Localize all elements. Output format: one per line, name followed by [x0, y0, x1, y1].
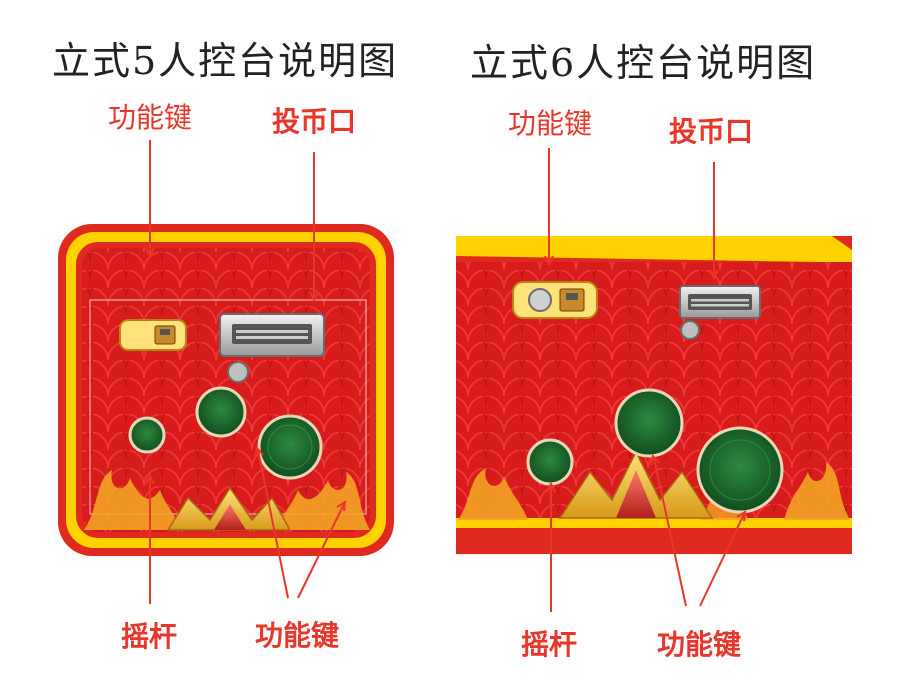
right-joystick-label: 摇杆	[521, 628, 578, 661]
left-joystick	[128, 416, 166, 454]
left-flame-left	[84, 470, 180, 530]
right-crown-gem	[616, 470, 656, 518]
left-coin-slot-label: 投币口	[272, 105, 357, 138]
right-function-button-large	[696, 426, 784, 514]
right-joystick	[526, 438, 574, 486]
left-function-key-bottom-label: 功能键	[255, 619, 340, 652]
left-function-key-top-label: 功能键	[108, 101, 193, 134]
right-panel-top-stripe	[456, 236, 852, 262]
right-function-key-arrow-1	[653, 457, 687, 607]
left-function-key-arrow-1	[257, 449, 289, 599]
right-small-round-button	[680, 320, 700, 340]
right-panel-bottom-stripe	[456, 518, 852, 528]
right-function-key-arrow-2	[699, 513, 745, 607]
left-function-key-arrow-2	[297, 503, 345, 599]
left-joystick-label: 摇杆	[121, 620, 178, 653]
left-panel-title: 立式5人控台说明图	[52, 39, 399, 83]
right-function-button-medium	[614, 388, 684, 458]
left-control-panel	[58, 140, 394, 604]
right-flame-left	[458, 468, 528, 520]
left-flame-right	[278, 472, 370, 530]
left-small-round-button	[227, 361, 249, 383]
right-panel-title: 立式6人控台说明图	[470, 41, 817, 85]
right-function-key-top-label: 功能键	[508, 107, 593, 140]
right-function-key-bottom-label: 功能键	[657, 628, 742, 661]
left-function-button-medium	[195, 386, 247, 438]
right-control-panel	[456, 148, 852, 612]
right-coin-slot-label: 投币口	[669, 115, 754, 148]
right-flame-right	[784, 462, 850, 520]
left-function-switch	[119, 319, 187, 351]
left-crown-gem	[214, 504, 246, 530]
